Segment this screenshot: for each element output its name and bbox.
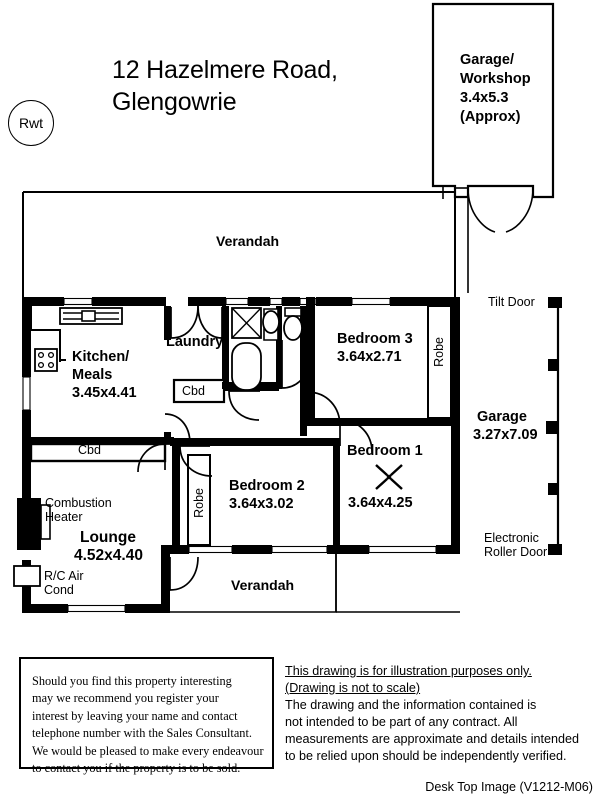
garage-workshop-outline bbox=[431, 2, 555, 293]
toilet-icon bbox=[283, 315, 303, 341]
bedroom2-dimensions: 3.64x3.02 bbox=[229, 496, 294, 512]
lounge-name: Lounge bbox=[80, 529, 136, 546]
verandah-top-label: Verandah bbox=[216, 233, 280, 249]
bedroom3-dimensions: 3.64x2.71 bbox=[337, 349, 402, 365]
cbd-laundry-label: Cbd bbox=[182, 384, 205, 398]
basin-icon bbox=[262, 310, 280, 334]
verandah-top-outline bbox=[22, 191, 456, 297]
tilt-door-label: Tilt Door bbox=[488, 295, 535, 309]
bedroom1-dimensions: 3.64x4.25 bbox=[348, 495, 413, 511]
disclaimer-left-line-4: We would be pleased to make every endeav… bbox=[32, 743, 264, 758]
garage-name: Garage bbox=[477, 409, 527, 425]
disclaimer-left-text: Should you find this property interestin… bbox=[21, 659, 272, 778]
robe-bedroom2-outline bbox=[187, 454, 211, 546]
floorplan-thin-lines bbox=[170, 554, 460, 613]
cooktop-icon bbox=[34, 348, 58, 372]
laundry-label: Laundry bbox=[166, 334, 224, 350]
disclaimer-right-line-3: to be relied upon should be independentl… bbox=[285, 749, 567, 763]
garage-right-wall bbox=[546, 297, 562, 555]
disclaimer-left-line-0: Should you find this property interestin… bbox=[32, 674, 232, 688]
disclaimer-left-line-5: to contact you if the property is to be … bbox=[32, 761, 241, 776]
garage-workshop-name-1: Garage/ bbox=[460, 52, 514, 68]
rwt-marker: Rwt bbox=[8, 100, 54, 146]
bedroom1-name: Bedroom 1 bbox=[347, 443, 423, 459]
roller-door-label-1: Electronic bbox=[484, 531, 539, 545]
robe-outlines bbox=[187, 305, 452, 546]
page-title-line2: Glengowrie bbox=[112, 88, 237, 116]
cbd-hall-label: Cbd bbox=[78, 443, 101, 457]
disclaimer-left-line-1: may we recommend you register your bbox=[32, 691, 219, 706]
bedroom2-name: Bedroom 2 bbox=[229, 478, 305, 494]
disclaimer-right-line-1: not intended to be part of any contract.… bbox=[285, 715, 518, 729]
lounge-dimensions: 4.52x4.40 bbox=[74, 547, 143, 564]
garage-workshop-name-2: Workshop bbox=[460, 71, 531, 87]
bedroom3-name: Bedroom 3 bbox=[337, 331, 413, 347]
kitchen-name-1: Kitchen/ bbox=[72, 349, 130, 365]
robe-bedroom3-label: Robe bbox=[432, 337, 446, 367]
bath-icon bbox=[231, 342, 262, 391]
garage-workshop-note: (Approx) bbox=[460, 109, 521, 125]
robe-bedroom2-label: Robe bbox=[192, 488, 206, 518]
disclaimer-right-underlined-1: This drawing is for illustration purpose… bbox=[285, 664, 532, 678]
disclaimer-right-block: This drawing is for illustration purpose… bbox=[285, 663, 595, 796]
roller-door-label-2: Roller Door bbox=[484, 545, 548, 559]
page-title-line1: 12 Hazelmere Road, bbox=[112, 56, 338, 84]
disclaimer-left-line-3: telephone number with the Sales Consulta… bbox=[32, 726, 252, 741]
rc-air-cond-label-2: Cond bbox=[44, 583, 74, 597]
rc-air-cond-label-1: R/C Air bbox=[44, 569, 84, 583]
combustion-heater-label-2: Heater bbox=[45, 510, 83, 524]
combustion-heater-label-1: Combustion bbox=[45, 496, 112, 510]
disclaimer-right-line-2: measurements are approximate and details… bbox=[285, 732, 580, 746]
disclaimer-left-line-2: interest by leaving your name and contac… bbox=[32, 708, 238, 723]
ceiling-fan-icon bbox=[375, 464, 403, 490]
disclaimer-right-underlined-2: (Drawing is not to scale) bbox=[285, 681, 421, 695]
disclaimer-left-box: Should you find this property interestin… bbox=[19, 657, 274, 775]
door-swings bbox=[137, 305, 373, 591]
kitchen-name-2: Meals bbox=[72, 367, 113, 383]
bathroom-fixtures bbox=[231, 307, 303, 391]
garage-workshop-dimensions: 3.4x5.3 bbox=[460, 90, 509, 106]
house-structural-walls bbox=[13, 297, 460, 613]
robe-bedroom3-outline bbox=[427, 305, 452, 419]
garage-dimensions: 3.27x7.09 bbox=[473, 427, 538, 443]
kitchen-dimensions: 3.45x4.41 bbox=[72, 385, 137, 401]
rwt-label: Rwt bbox=[18, 115, 44, 131]
disclaimer-right-line-0: The drawing and the information containe… bbox=[285, 698, 537, 712]
verandah-bottom-label: Verandah bbox=[231, 577, 295, 593]
kitchen-fittings bbox=[30, 306, 123, 372]
